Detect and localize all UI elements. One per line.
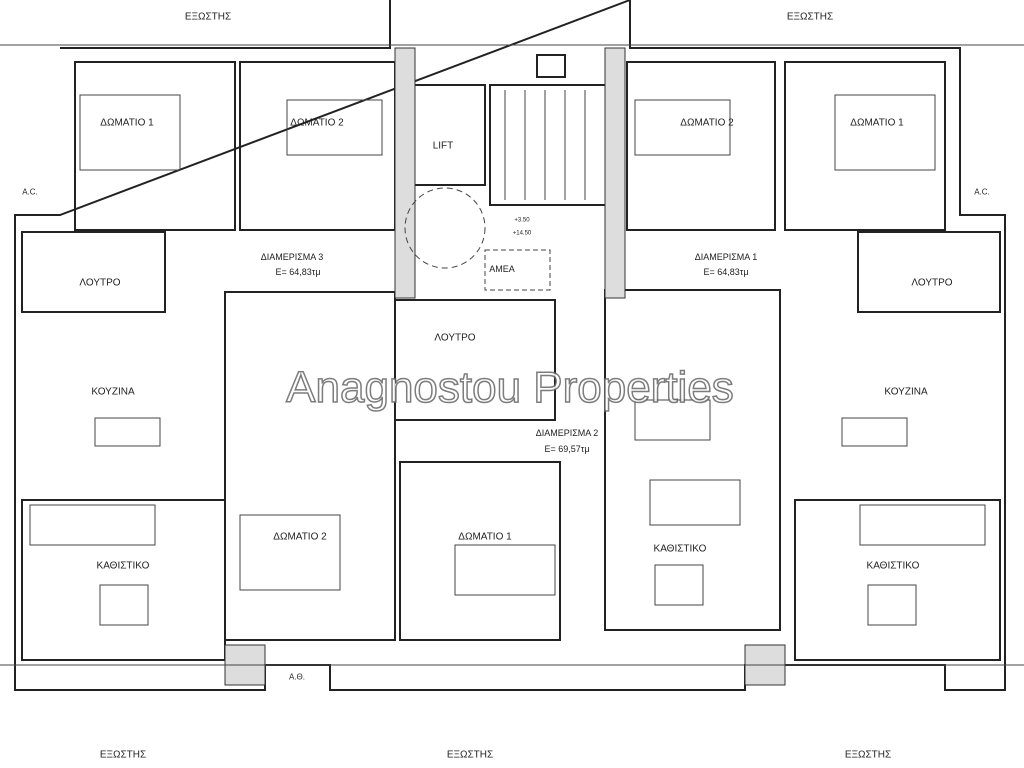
apartment-area: Ε= 64,83τμ <box>275 267 321 278</box>
room-label: ΔΩΜΑΤΙΟ 2 <box>290 117 344 129</box>
room-label: ΔΩΜΑΤΙΟ 2 <box>273 531 327 543</box>
balcony-label: ΕΞΩΣΤΗΣ <box>844 749 892 761</box>
balcony-label: ΕΞΩΣΤΗΣ <box>446 749 494 761</box>
apartment-area: Ε= 69,57τμ <box>544 444 590 455</box>
apartment-name: ΔΙΑΜΕΡΙΣΜΑ 1 <box>694 252 758 263</box>
outer-walls <box>14 0 1006 691</box>
apartment-area: Ε= 64,83τμ <box>703 267 749 278</box>
level-mark: +14.50 <box>512 230 532 237</box>
shaft-label: Α.Θ. <box>288 672 306 682</box>
lift-label: LIFT <box>432 140 454 152</box>
level-mark: +3.50 <box>514 217 530 224</box>
room-label: ΚΟΥΖΙΝΑ <box>884 386 928 398</box>
apartment-name: ΔΙΑΜΕΡΙΣΜΑ 2 <box>535 428 599 439</box>
apartment-name: ΔΙΑΜΕΡΙΣΜΑ 3 <box>260 252 324 263</box>
room-label: ΚΑΘΙΣΤΙΚΟ <box>866 560 920 572</box>
room-label: ΔΩΜΑΤΙΟ 1 <box>458 531 512 543</box>
furniture <box>0 44 1024 666</box>
room-label: ΔΩΜΑΤΙΟ 1 <box>850 117 904 129</box>
balcony-label: ΕΞΩΣΤΗΣ <box>786 11 834 23</box>
amea-label: ΑΜΕΑ <box>489 264 515 275</box>
room-label: ΚΑΘΙΣΤΙΚΟ <box>653 543 707 555</box>
room-label: ΚΑΘΙΣΤΙΚΟ <box>96 560 150 572</box>
room-label: ΛΟΥΤΡΟ <box>79 277 121 289</box>
room-label: ΛΟΥΤΡΟ <box>434 332 476 344</box>
room-label: ΔΩΜΑΤΙΟ 2 <box>680 117 734 129</box>
balcony-label: ΕΞΩΣΤΗΣ <box>99 749 147 761</box>
room-label: ΛΟΥΤΡΟ <box>911 277 953 289</box>
watermark: Anagnostou Properties <box>285 362 734 412</box>
room-label: ΚΟΥΖΙΝΑ <box>91 386 135 398</box>
ac-label: A.C. <box>974 187 990 197</box>
room-label: ΔΩΜΑΤΙΟ 1 <box>100 117 154 129</box>
ac-label: A.C. <box>22 187 38 197</box>
balcony-label: ΕΞΩΣΤΗΣ <box>184 11 232 23</box>
